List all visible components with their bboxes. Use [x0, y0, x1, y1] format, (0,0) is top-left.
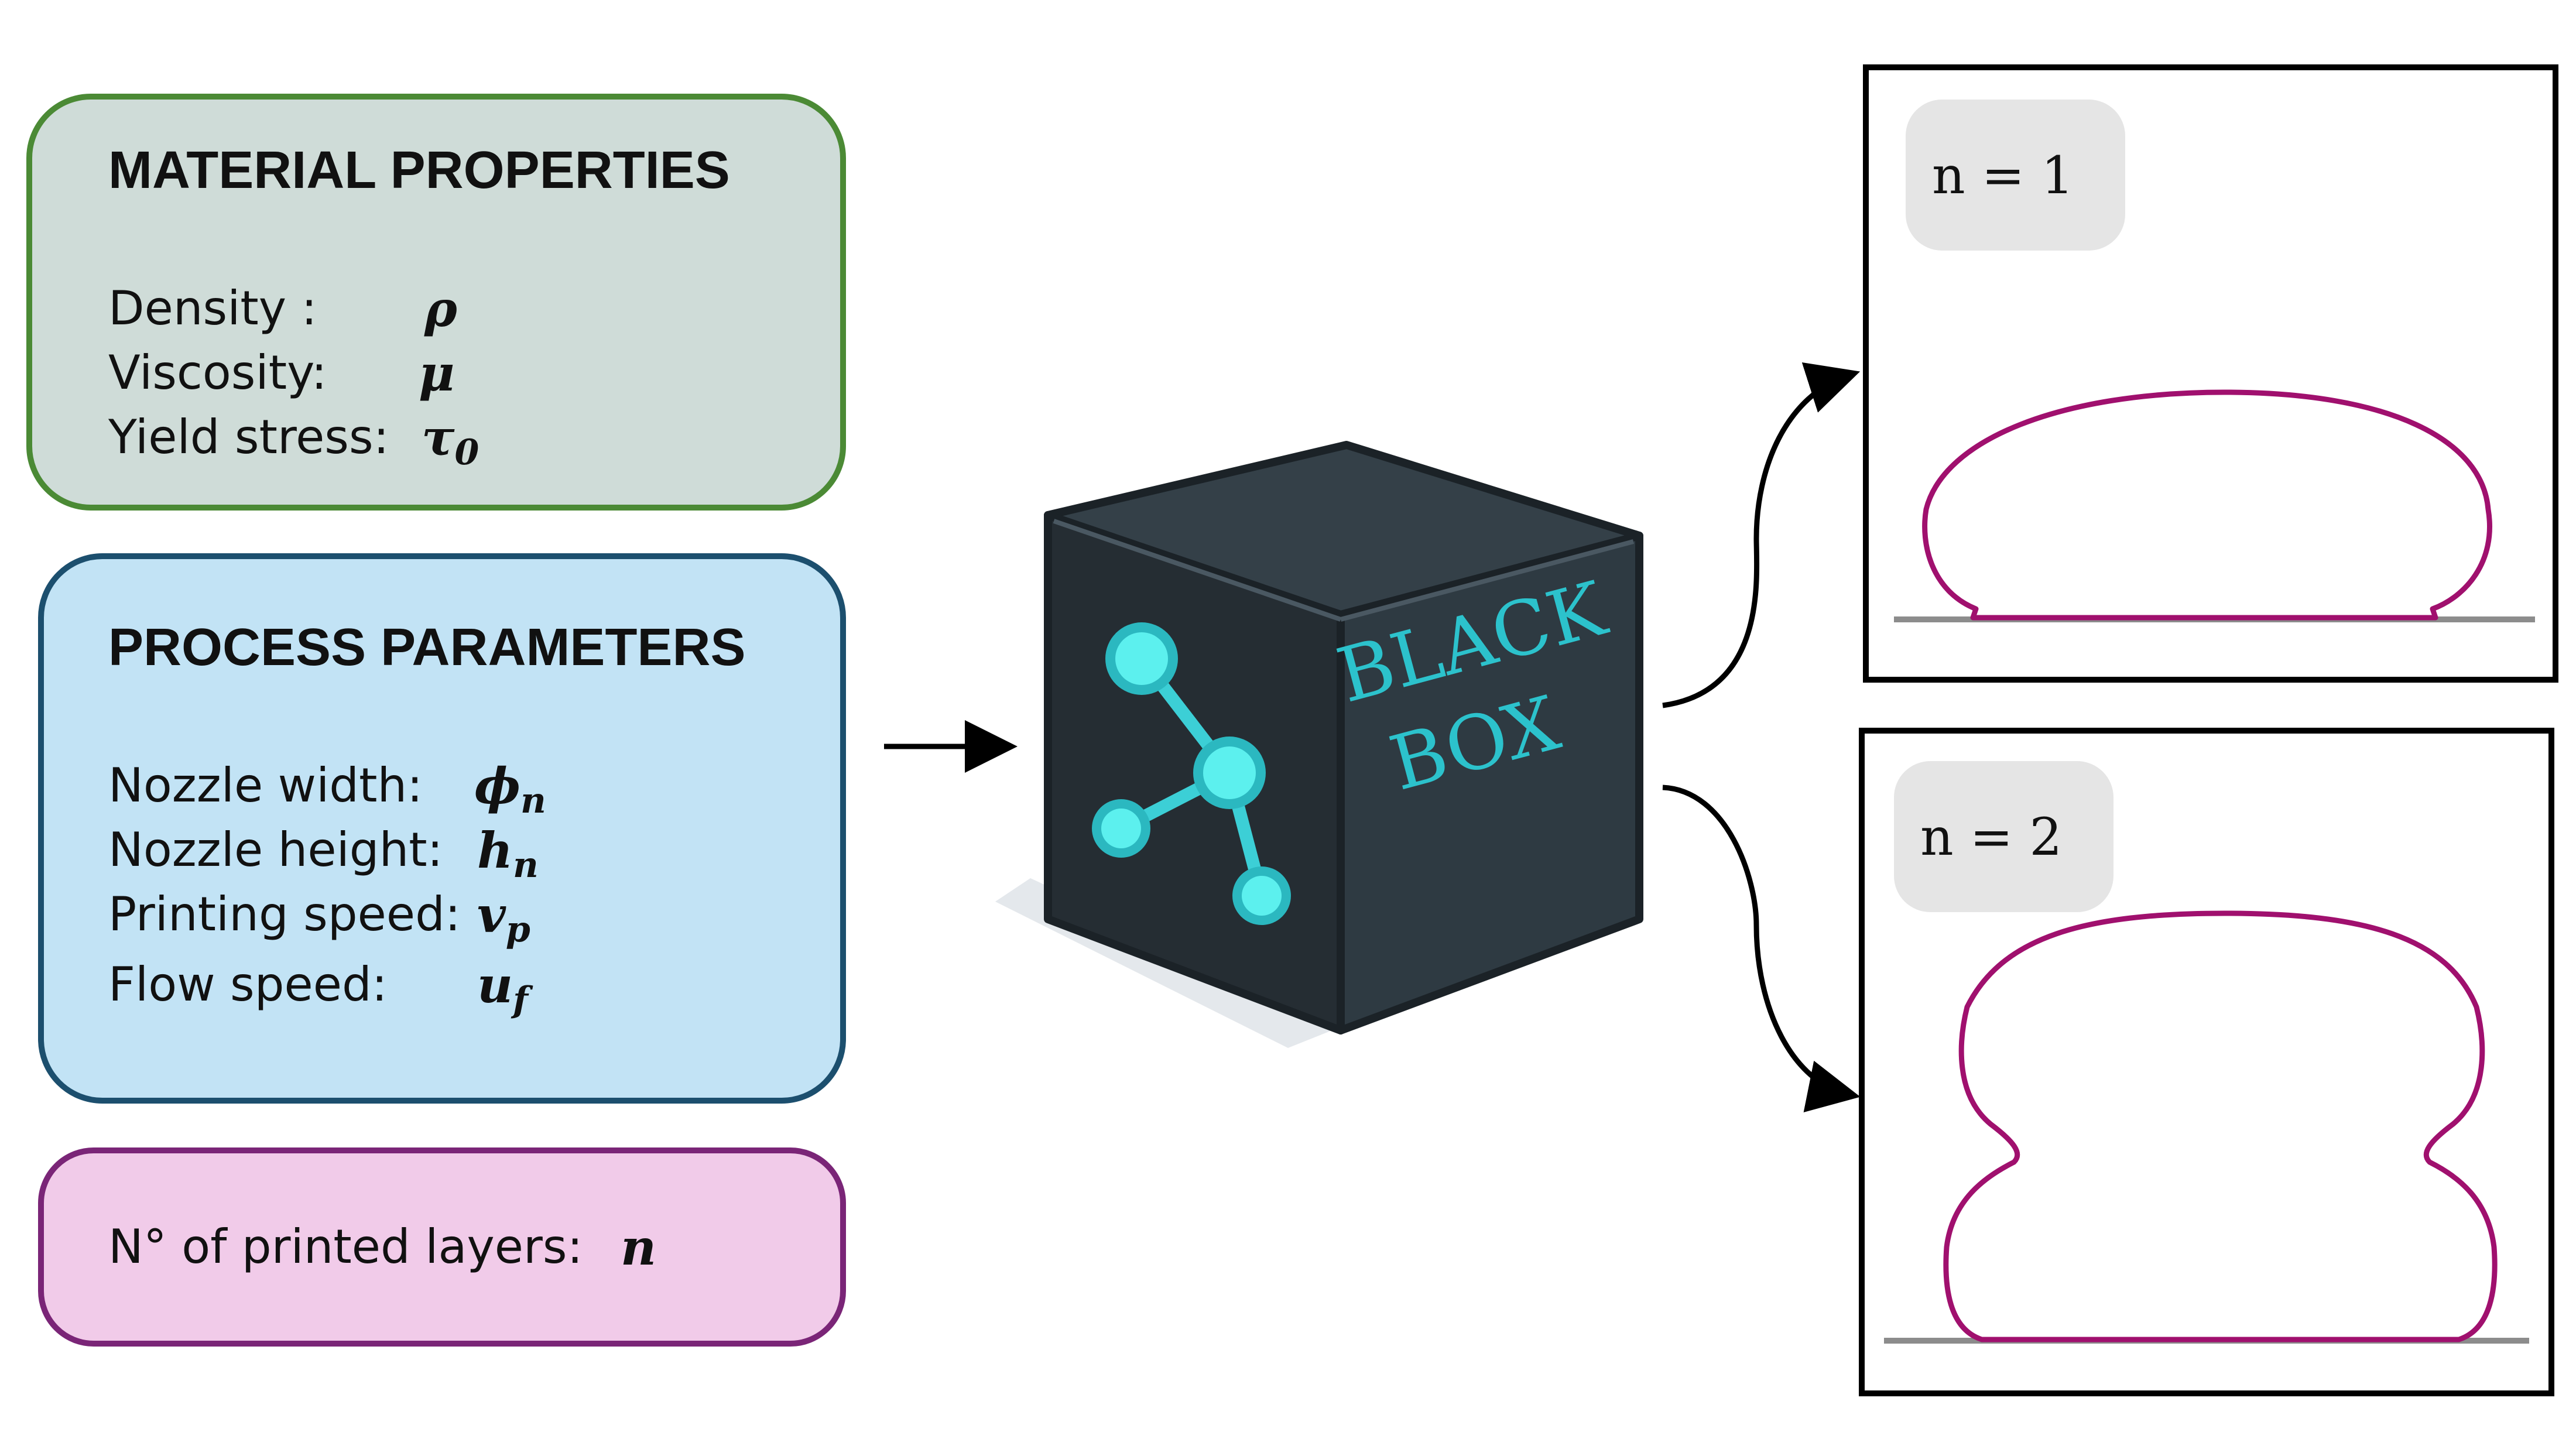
flow-speed-label: Flow speed: [108, 957, 388, 1012]
flow-speed-symbol: uf [477, 956, 528, 1020]
printed-layers-panel [38, 1147, 846, 1347]
process-parameters-title: PROCESS PARAMETERS [108, 618, 746, 677]
viscosity-symbol: μ [419, 344, 455, 402]
layer-profile-n2 [1943, 910, 2498, 1342]
cube-side-face [1337, 532, 1643, 1034]
output-label-n1: n = 1 [1932, 145, 2074, 205]
cube-top-edge-right [1340, 539, 1635, 622]
nozzle-width-symbol: ϕn [474, 757, 546, 821]
output-panel-n1: n = 1 [1863, 64, 2558, 683]
layer-profile-n1 [1922, 389, 2492, 621]
output-panel-n2: n = 2 [1859, 728, 2554, 1396]
output-label-n2: n = 2 [1920, 807, 2062, 867]
cube-top-edge [1053, 519, 1342, 622]
yield-stress-label: Yield stress: [108, 410, 389, 464]
printed-layers-label: N° of printed layers: [108, 1220, 583, 1274]
material-properties-panel [26, 94, 846, 511]
material-properties-title: MATERIAL PROPERTIES [108, 141, 730, 200]
output-arrow-top [1662, 362, 1861, 708]
label-badge-n2 [1894, 761, 2113, 912]
label-badge-n1 [1906, 100, 2125, 251]
output-arrow-bottom [1662, 785, 1861, 1112]
density-symbol: ρ [424, 280, 457, 338]
nozzle-width-label: Nozzle width: [108, 758, 423, 813]
nozzle-height-label: Nozzle height: [108, 823, 443, 877]
printing-speed-label: Printing speed: [108, 887, 461, 941]
black-box-cube: BLACK BOX [995, 441, 1643, 1048]
printing-speed-symbol: vp [477, 886, 530, 950]
process-parameters-panel [38, 553, 846, 1104]
viscosity-label: Viscosity: [108, 345, 327, 400]
printed-layers-symbol: n [621, 1218, 657, 1276]
network-icon [1092, 622, 1291, 925]
nozzle-height-symbol: hn [477, 821, 539, 886]
yield-stress-symbol: τ0 [422, 409, 479, 473]
density-label: Density : [108, 281, 317, 335]
